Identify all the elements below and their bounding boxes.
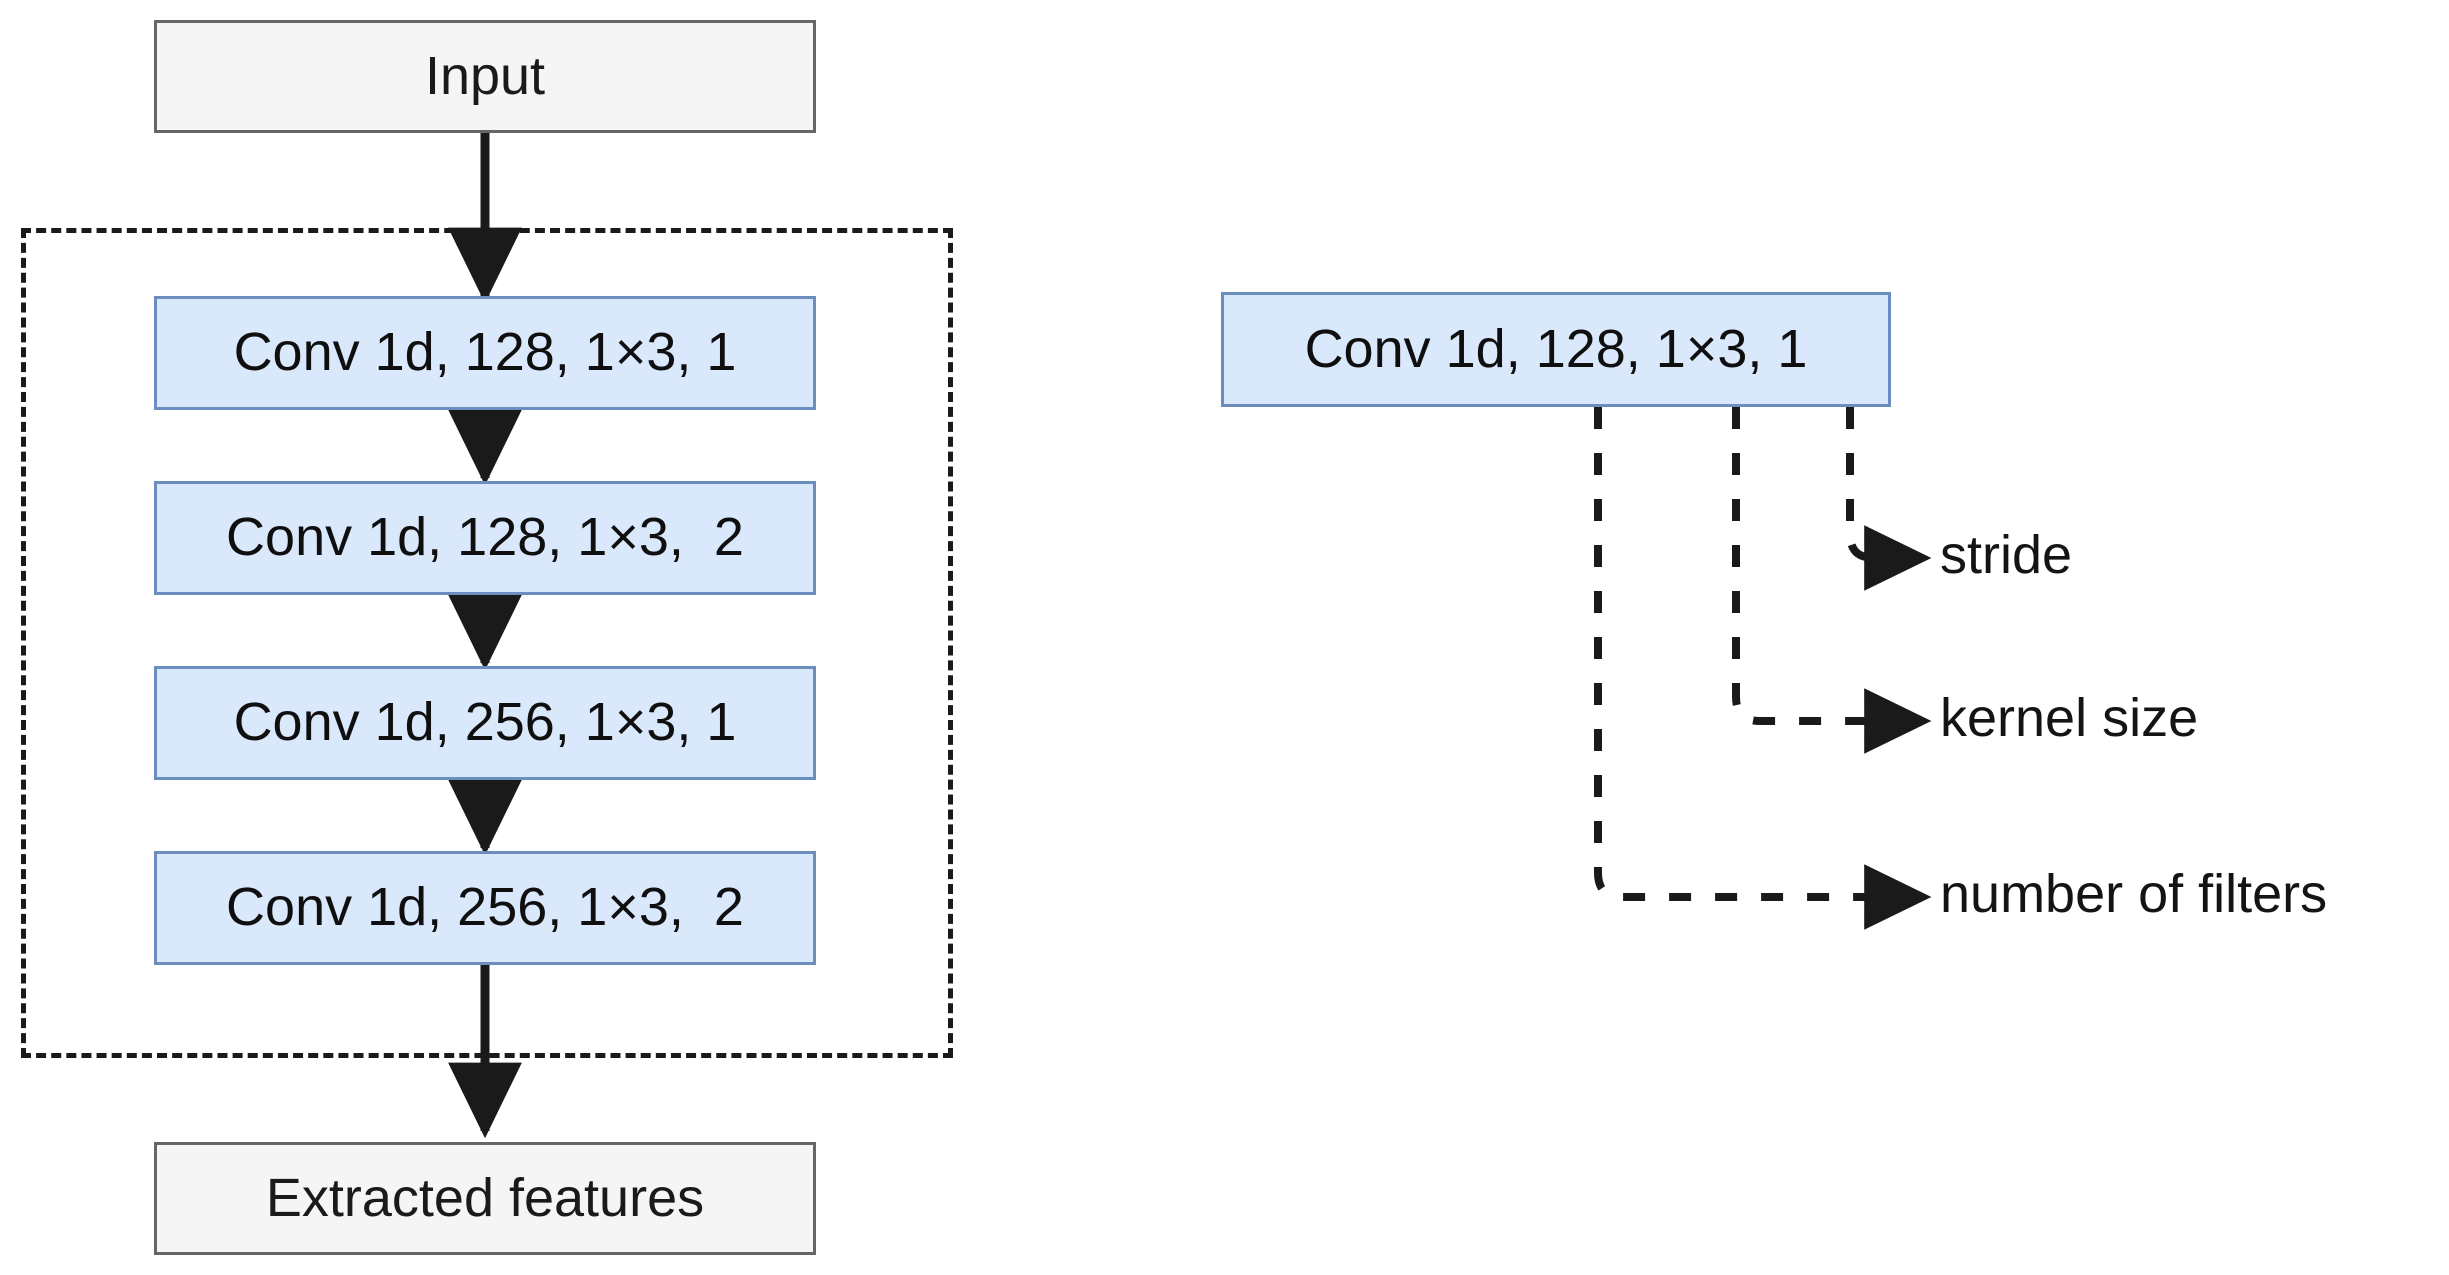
- node-conv-layer-4-label: Conv 1d, 256, 1×3, 2: [226, 877, 744, 938]
- legend-example-conv-label: Conv 1d, 128, 1×3, 1: [1304, 318, 1808, 379]
- feature-extractor-group-box: [21, 228, 953, 1058]
- node-conv-layer-1[interactable]: Conv 1d, 128, 1×3, 1: [154, 296, 816, 410]
- node-extracted-features[interactable]: Extracted features: [154, 1142, 816, 1255]
- node-conv-layer-2[interactable]: Conv 1d, 128, 1×3, 2: [154, 481, 816, 595]
- node-conv-layer-4[interactable]: Conv 1d, 256, 1×3, 2: [154, 851, 816, 965]
- node-conv-layer-1-label: Conv 1d, 128, 1×3, 1: [233, 322, 737, 383]
- node-input-label: Input: [424, 45, 546, 106]
- node-conv-layer-2-label: Conv 1d, 128, 1×3, 2: [226, 507, 744, 568]
- leader-kernel-size: [1732, 407, 1932, 754]
- callout-label-stride: stride: [1940, 525, 2073, 585]
- leader-number-of-filters: [1594, 407, 1932, 930]
- node-input[interactable]: Input: [154, 20, 816, 133]
- leader-stride: [1846, 407, 1932, 591]
- callout-label-kernel-size: kernel size: [1940, 688, 2199, 748]
- node-extracted-features-label: Extracted features: [265, 1167, 705, 1228]
- node-conv-layer-3[interactable]: Conv 1d, 256, 1×3, 1: [154, 666, 816, 780]
- callout-label-number-of-filters: number of filters: [1940, 864, 2328, 924]
- node-conv-layer-3-label: Conv 1d, 256, 1×3, 1: [233, 692, 737, 753]
- legend-example-conv-node[interactable]: Conv 1d, 128, 1×3, 1: [1221, 292, 1891, 407]
